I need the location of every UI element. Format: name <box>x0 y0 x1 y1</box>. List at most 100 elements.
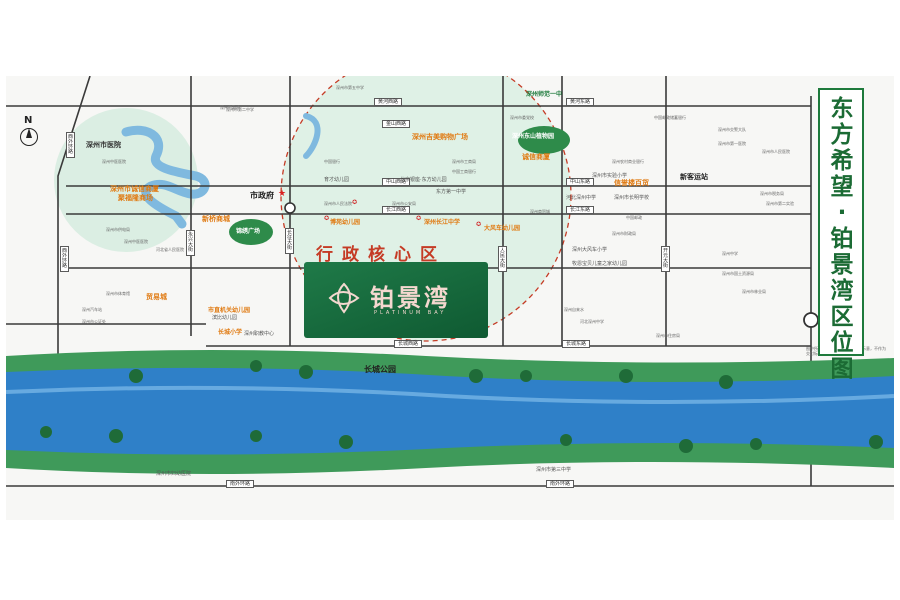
landmark-mall1[interactable]: 深州市诚信商厦 <box>110 185 159 193</box>
poi-4[interactable]: 河北省人民医院 <box>156 247 184 252</box>
poi-3[interactable]: 深州中医医院 <box>124 239 148 244</box>
poi-28[interactable]: 深州市住房局 <box>656 333 680 338</box>
poi-6[interactable]: 深州市人民法院 <box>324 201 352 206</box>
landmark-changming[interactable]: 深州市长明学校 <box>614 195 650 201</box>
marker-star-icon: ✪ <box>324 215 330 222</box>
poi-30[interactable]: 深州市供电局 <box>106 227 130 232</box>
landmark-changcheng-park[interactable]: 长城公园 <box>364 365 396 374</box>
map-title: 东方希望·铂景湾区位图 <box>830 96 854 382</box>
landmark-binbi[interactable]: 滨比幼儿园 <box>212 315 238 321</box>
landmark-chengxin2[interactable]: 诚信商厦 <box>522 153 550 161</box>
poi-31[interactable]: 深州市林业局 <box>742 289 766 294</box>
poi-25[interactable]: 深州市政府 <box>220 105 240 110</box>
landmark-maoyi[interactable]: 贸易城 <box>146 293 167 301</box>
poi-13[interactable]: 深州汽车站 <box>82 307 102 312</box>
landmark-zhijiao[interactable]: 深州职教中心 <box>244 331 275 337</box>
marker-star-icon: ✪ <box>476 221 482 228</box>
poi-5[interactable]: 中国银行 <box>324 159 340 164</box>
landmark-yucai[interactable]: 育才幼儿园 <box>324 177 350 183</box>
poi-17[interactable]: 深州市第一医院 <box>718 141 746 146</box>
landmark-shiji[interactable]: 市直机关幼儿园 <box>208 307 251 314</box>
road-node-marker-east <box>803 312 819 328</box>
road-label-changjiang-xi: 长江西路 <box>382 206 411 214</box>
poi-11[interactable]: 深州农村商业银行 <box>612 159 644 164</box>
landmark-shiyan[interactable]: 深州市实验小学 <box>592 173 628 179</box>
compass-icon <box>20 128 38 146</box>
poi-18[interactable]: 深州市交警大队 <box>718 127 746 132</box>
project-name: 铂景湾 <box>370 284 451 312</box>
landmark-boyuan[interactable]: 博苑幼儿园 <box>330 219 361 226</box>
poi-26[interactable]: 深州市税务局 <box>760 191 784 196</box>
poi-27[interactable]: 深州自来水 <box>564 307 584 312</box>
compass-arrow-icon <box>26 128 32 138</box>
road-label-nanwai-2: 南外环路 <box>546 480 575 488</box>
landmark-changjiang[interactable]: 深州长江中学 <box>424 219 461 226</box>
landmark-sanzhong[interactable]: 深州市第三中学 <box>536 467 572 473</box>
landmark-hospital[interactable]: 深州市医院 <box>86 141 121 149</box>
title-panel: 东方希望·铂景湾区位图 <box>818 88 864 382</box>
landmark-keyun[interactable]: 新客运站 <box>680 173 708 181</box>
landmark-dafengche2[interactable]: 深州大风车小学 <box>572 247 608 253</box>
poi-8[interactable]: 深州市委党校 <box>510 115 534 120</box>
jinxiu-plaza-shape <box>229 219 273 245</box>
poi-15[interactable]: 中国邮政 <box>626 215 642 220</box>
poi-16[interactable]: 深州市国土资源局 <box>722 271 754 276</box>
road-label-changcheng-e: 长城东路 <box>562 340 591 348</box>
lake-north <box>303 113 321 159</box>
map-base-svg <box>6 76 894 487</box>
marker-star-icon: ✪ <box>352 199 358 206</box>
landmark-xinqiao[interactable]: 新桥商城 <box>202 215 230 223</box>
landmark-hebei[interactable]: 河北深州中学 <box>566 195 597 201</box>
road-label-zhongshan-e: 中山东路 <box>566 178 595 186</box>
lake-west <box>121 125 210 229</box>
road-label-kaiyuan: 开元大街 <box>661 246 670 272</box>
road-label-xiwai: 西外环路 <box>66 132 75 158</box>
landmark-xinyu[interactable]: 信誉楼百货 <box>614 179 649 187</box>
poi-10[interactable]: 深州市公安局 <box>392 201 416 206</box>
landmark-dongfang[interactable]: 东方第一中学 <box>436 189 467 195</box>
road-label-zhongshan-xi: 中山西路 <box>382 178 411 186</box>
poi-20[interactable]: 深州商贸城 <box>530 209 550 214</box>
poi-19[interactable]: 深州市第二实验 <box>766 201 794 206</box>
poi-12[interactable]: 中国邮政储蓄银行 <box>654 115 686 120</box>
government-star-icon: ★ <box>278 189 287 199</box>
landmark-dong1zhong[interactable]: 深州师范一中 <box>526 91 563 98</box>
landmark-jinxiu[interactable]: 锦绣广场 <box>236 228 261 235</box>
landmark-dafengche[interactable]: 大风车幼儿园 <box>484 225 521 232</box>
poi-24[interactable]: 河北深州中学 <box>580 319 604 324</box>
road-label-renmin: 人民大街 <box>498 246 507 272</box>
road-label-huanghe-e: 黄河东路 <box>566 98 595 106</box>
landmark-jimei[interactable]: 深州吉美购物广场 <box>412 133 468 141</box>
road-label-changjiang-e: 长江东路 <box>566 206 595 214</box>
project-name-en: PLATINUM BAY <box>374 310 447 316</box>
landmark-fuyou[interactable]: 深州市妇幼医院 <box>156 471 192 477</box>
poi-9[interactable]: 中国工商银行 <box>452 169 476 174</box>
core-boundary-circle <box>280 76 572 342</box>
road-label-yongxing: 永兴大街 <box>186 230 195 256</box>
landmark-tianshan[interactable]: 深州东山植物园 <box>512 133 555 140</box>
road-label-huangshan: 黄河西路 <box>374 98 403 106</box>
project-brand-box[interactable]: 铂景湾 PLATINUM BAY <box>304 262 488 338</box>
landmark-beijing[interactable]: 北京银座·东方幼儿园 <box>400 177 447 183</box>
poi-32[interactable]: 深州市体育馆 <box>106 291 130 296</box>
road-xiwai <box>57 76 91 376</box>
landmark-changcheng-xiaoxue[interactable]: 长城小学 <box>218 329 243 336</box>
poi-22[interactable]: 深州中学 <box>722 251 738 256</box>
road-label-nanwai: 南外环路 <box>226 480 255 488</box>
map-canvas[interactable]: N 西外环路 西外环路 黄河西路 黄河东路 金山西路 中山东路 中山西路 长江西… <box>6 76 894 520</box>
river-trees <box>40 360 883 453</box>
poi-23[interactable]: 深州市财政局 <box>612 231 636 236</box>
landmark-muaibao[interactable]: 牧恩宝贝儿童之家幼儿园 <box>572 261 628 267</box>
poi-21[interactable]: 深州市人民医院 <box>762 149 790 154</box>
road-label-xiwai-2: 西外环路 <box>60 246 69 272</box>
landmark-government[interactable]: 市政府 <box>250 191 274 200</box>
river-highlight <box>6 385 894 404</box>
poi-14[interactable]: 深州市公证处 <box>82 319 106 324</box>
poi-29[interactable]: 深州市第五中学 <box>336 85 364 90</box>
project-logo-icon <box>328 282 360 314</box>
poi-7[interactable]: 深州市工商局 <box>452 159 476 164</box>
landmark-mall1b[interactable]: 聚福隆商场 <box>118 194 153 202</box>
poi-1[interactable]: 深州市第二中学 <box>226 107 254 112</box>
poi-2[interactable]: 深州中医医院 <box>102 159 126 164</box>
